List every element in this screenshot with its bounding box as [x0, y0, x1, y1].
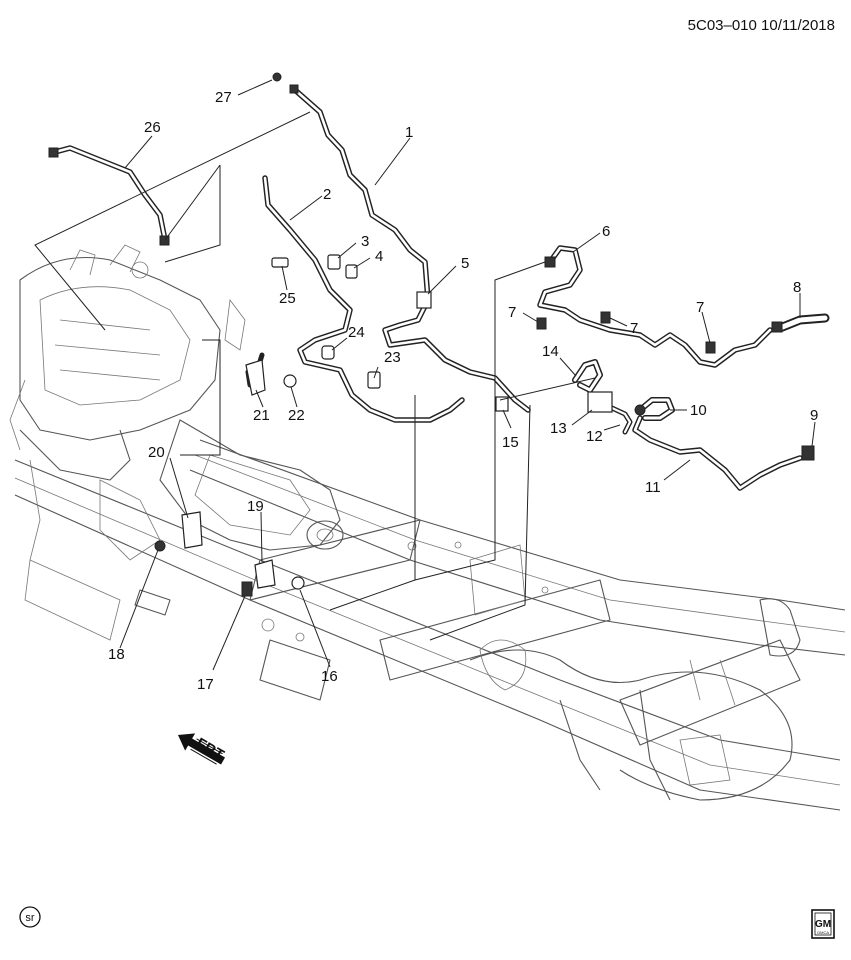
- callout-17: 17: [197, 676, 214, 693]
- bracket-5: [416, 291, 432, 309]
- fitting-27: [272, 72, 282, 82]
- callout-27: 27: [215, 89, 232, 106]
- bolt-16: [291, 576, 305, 590]
- callout-16: 16: [321, 668, 338, 685]
- callout-11: 11: [645, 479, 661, 496]
- clip-7a: [536, 317, 547, 330]
- bolt-18: [154, 540, 166, 552]
- callout-7b: 7: [630, 320, 638, 337]
- gm-logo-text: GM: [815, 919, 831, 930]
- brake-pipes: [52, 87, 830, 491]
- callout-21: 21: [253, 407, 270, 424]
- gm-logo: GM GMCA: [811, 909, 835, 939]
- engine-transmission: [9, 244, 344, 616]
- callout-7a: 7: [508, 304, 516, 321]
- clip-7c: [705, 341, 716, 354]
- callout-14: 14: [542, 343, 559, 360]
- callout-leaders: [119, 79, 816, 671]
- bracket-9: [801, 445, 815, 461]
- callout-12: 12: [586, 428, 603, 445]
- clip-17: [241, 581, 253, 597]
- junction-block-13: [587, 391, 613, 413]
- callout-10: 10: [690, 402, 707, 419]
- sleeve-15: [495, 396, 509, 412]
- bracket-21: [245, 359, 266, 396]
- fitting-1-end: [289, 84, 299, 94]
- fitting-6-end: [544, 256, 556, 268]
- callout-3: 3: [361, 233, 369, 250]
- callout-15: 15: [502, 434, 519, 451]
- clip-23: [367, 371, 381, 389]
- callout-25: 25: [279, 290, 296, 307]
- bracket-20: [181, 511, 203, 549]
- gm-logo-subtext: GMCA: [817, 930, 829, 935]
- fitting-26-top: [48, 147, 59, 158]
- callout-18: 18: [108, 646, 125, 663]
- sr-badge-text: sr: [25, 912, 35, 924]
- callout-5: 5: [461, 255, 469, 272]
- nut-22: [283, 374, 297, 388]
- fitting-26-bot: [159, 235, 170, 246]
- grommet-24: [321, 345, 335, 360]
- callout-19: 19: [247, 498, 264, 515]
- clip-25: [271, 257, 289, 268]
- nut-10: [634, 404, 646, 416]
- pipe-26: [52, 145, 168, 243]
- callout-24: 24: [348, 324, 365, 341]
- callout-26: 26: [144, 119, 161, 136]
- pipe-6: [537, 245, 773, 368]
- callout-6: 6: [602, 223, 610, 240]
- callout-8: 8: [793, 279, 801, 296]
- clip-3: [327, 254, 341, 270]
- front-arrow-icon: [178, 733, 226, 765]
- callout-9: 9: [810, 407, 818, 424]
- callout-7c: 7: [696, 299, 704, 316]
- front-arrow: [178, 733, 226, 765]
- diagram-code-date: 5C03–010 10/11/2018: [687, 17, 835, 34]
- pipe-11: [632, 415, 803, 491]
- group-lead-lines: [34, 111, 596, 641]
- callout-2: 2: [323, 186, 331, 203]
- callout-20: 20: [148, 444, 165, 461]
- small-parts: [48, 72, 815, 597]
- bracket-19: [254, 559, 276, 589]
- vehicle-frame: [14, 439, 846, 811]
- callout-23: 23: [384, 349, 401, 366]
- callout-labels: 1 2 3 4 5 6 7 7 7 8 9 10 11 12 13 14 15 …: [108, 89, 818, 693]
- callout-22: 22: [288, 407, 305, 424]
- fitting-8: [771, 321, 783, 333]
- callout-13: 13: [550, 420, 567, 437]
- clip-7b: [600, 311, 611, 324]
- sr-badge: sr: [19, 906, 41, 928]
- callout-1: 1: [405, 124, 413, 141]
- callout-4: 4: [375, 248, 383, 265]
